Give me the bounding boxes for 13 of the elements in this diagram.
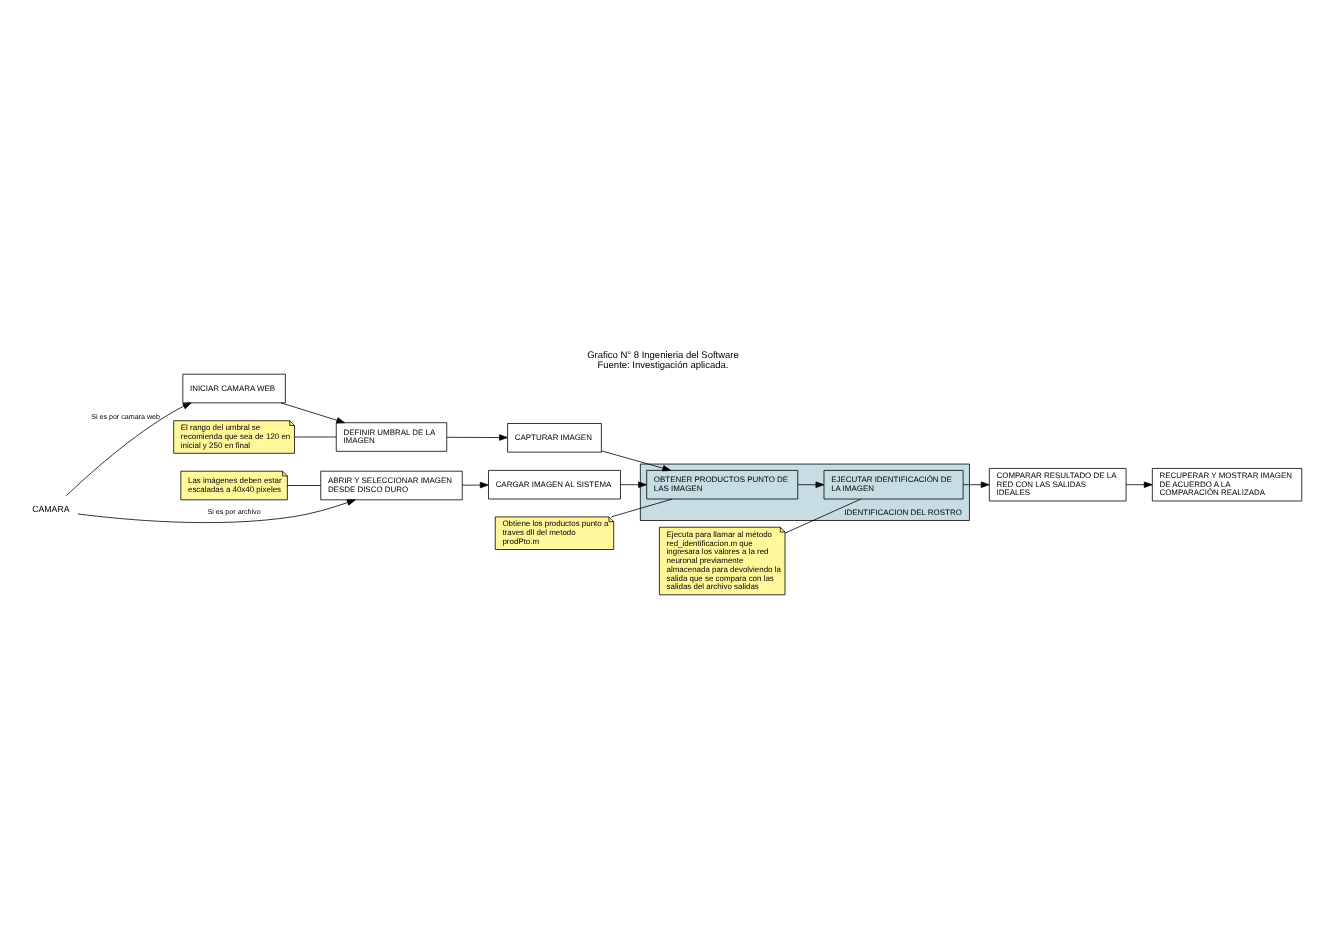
arrow [797, 481, 825, 488]
arrow [462, 481, 489, 489]
arrow [446, 434, 508, 441]
arrow [601, 450, 672, 472]
arrow [77, 499, 356, 523]
arrow [1125, 481, 1153, 488]
connector [294, 436, 337, 438]
arrow [620, 481, 647, 488]
arrow [65, 402, 192, 497]
arrow [280, 402, 346, 424]
connector [610, 498, 673, 518]
connector [287, 485, 322, 486]
arrow [962, 481, 990, 488]
